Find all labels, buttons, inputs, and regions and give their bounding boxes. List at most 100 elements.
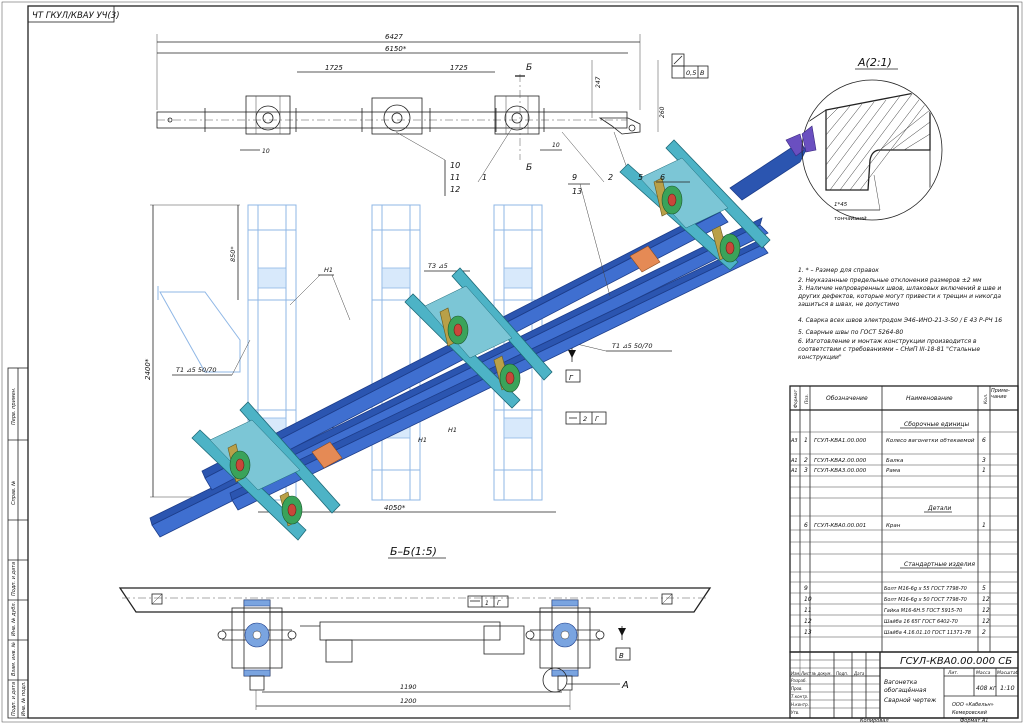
svg-text:Болт М16-6g х 50 ГОСТ 7798-70: Болт М16-6g х 50 ГОСТ 7798-70: [884, 597, 967, 603]
spec-row: 6 ГСУЛ-КВА0.00.001 Кран 1: [804, 522, 986, 529]
title-block: Изм. Лист № докум. Подп. Дата Разраб. Пр…: [789, 651, 1019, 719]
dim-2400: 2400*: [144, 358, 152, 380]
dim-10-a: 10: [262, 148, 270, 155]
svg-text:6: 6: [982, 437, 986, 444]
svg-text:12: 12: [982, 596, 990, 603]
technical-notes: 1. * – Размер для справок 2. Неуказанные…: [798, 267, 1002, 361]
left-stamp-column: Перв. примен. Справ. № Подп. и дата Инв.…: [7, 367, 29, 719]
cut-mark-top: Б: [526, 63, 532, 73]
wheelset-lower-left: [191, 401, 341, 541]
tb-name-1: Вагонетка: [884, 679, 917, 686]
tolerance-frame-section: [467, 595, 509, 608]
svg-text:Шайба 16 65Г ГОСТ 6402-70: Шайба 16 65Г ГОСТ 6402-70: [884, 619, 958, 625]
top-stamp: ЧТ ГКУЛ/КВАУ УЧ(3): [27, 5, 120, 23]
svg-text:ГСУЛ-КВА3.00.000: ГСУЛ-КВА3.00.000: [814, 468, 867, 474]
stamp-vzam-inv: Взам. инв. №: [11, 642, 17, 676]
tb-org: ООО «Кабельн»: [952, 702, 994, 708]
weld-mark-t3: Т3 ⊿5: [428, 262, 448, 270]
spec-h-code: Обозначение: [826, 395, 868, 402]
stamp-inv-dubl: Инв. № дубл.: [11, 602, 17, 636]
svg-text:ГСУЛ-КВА2.00.000: ГСУЛ-КВА2.00.000: [814, 458, 867, 464]
tol-value-2: 2: [583, 415, 587, 423]
tb-copied: Копировал: [860, 718, 889, 724]
svg-text:Кран: Кран: [886, 523, 901, 529]
note-6: 6. Изготовление и монтаж конструкции про…: [798, 338, 981, 361]
top-view: 6427 6150* 1725 1725: [156, 33, 709, 196]
top-stamp-text: ЧТ ГКУЛ/КВАУ УЧ(3): [32, 11, 120, 21]
coupler-arm: [729, 141, 807, 201]
tb-tkontr: Т.контр.: [791, 694, 808, 699]
tb-data: Дата: [853, 671, 865, 676]
spec-row: А1 2 ГСУЛ-КВА2.00.000 Балка 3: [790, 457, 986, 464]
spec-h-pos: Поз.: [804, 394, 810, 404]
tb-name-3: Сварной чертеж: [884, 697, 937, 704]
view-mark-v: В: [619, 652, 624, 660]
dim-1725-a: 1725: [325, 64, 343, 72]
svg-text:Колесо вагонетки обтекаемой: Колесо вагонетки обтекаемой: [886, 438, 975, 444]
spec-row: 12 Шайба 16 65Г ГОСТ 6402-70 12: [804, 618, 990, 625]
svg-text:Гайка М16-6H.5 ГОСТ 5915-70: Гайка М16-6H.5 ГОСТ 5915-70: [884, 608, 962, 614]
stamp-podp-2: Подп. и дата: [11, 682, 17, 716]
top-wheel-2: [371, 97, 423, 135]
svg-text:11: 11: [804, 607, 812, 614]
stamp-perv-primen: Перв. примен.: [11, 387, 17, 425]
tol-datum-2: Г: [595, 415, 600, 423]
view-mark-g: Г: [569, 374, 574, 382]
tb-massa: Масса: [976, 670, 991, 676]
tolerance-frame-top: [671, 65, 709, 79]
weld-n1-a: Н1: [324, 266, 333, 274]
tb-ndoc: № докум.: [811, 671, 832, 676]
leader-5: 5: [638, 173, 643, 182]
svg-text:3: 3: [982, 457, 986, 464]
dim-4050: 4050*: [384, 504, 406, 512]
svg-text:А1: А1: [790, 468, 798, 474]
isometric-frame: 6 5 9 13 Г 2 Г: [149, 133, 807, 541]
section-wheel-left: [217, 599, 297, 691]
spec-row: 11 Гайка М16-6H.5 ГОСТ 5915-70 12: [804, 607, 990, 614]
spec-row: 9 Болт М16-6g х 55 ГОСТ 7798-70 5: [804, 585, 986, 592]
wheelset-upper-right: [619, 139, 771, 271]
tb-razrab: Разраб.: [791, 678, 807, 683]
cut-mark-bottom: Б: [526, 163, 532, 173]
spec-section-parts: Детали: [927, 505, 951, 512]
coupler-hook: [785, 133, 805, 157]
detail-a: А(2:1) 1*45 тончайший: [801, 56, 943, 222]
svg-text:Балка: Балка: [886, 458, 904, 464]
note-1: 1. * – Размер для справок: [798, 267, 879, 274]
detail-callout-a: А: [621, 680, 629, 691]
section-wheel-right: [525, 599, 605, 691]
svg-text:12: 12: [804, 618, 812, 625]
dim-247: 247: [595, 76, 602, 88]
plate-1: [311, 441, 343, 469]
spec-h-name: Наименование: [906, 395, 953, 402]
note-4: 4. Сварка всех швов электродом Э46–ИНО-2…: [798, 317, 1002, 324]
section-title: Б–Б(1:5): [390, 545, 437, 558]
svg-text:13: 13: [804, 629, 812, 636]
wheelset-middle: [404, 267, 553, 409]
svg-text:ГСУЛ-КВА0.00.001: ГСУЛ-КВА0.00.001: [814, 523, 866, 529]
tb-format: Формат А1: [960, 718, 988, 724]
stamp-podp-1: Подп. и дата: [11, 562, 17, 596]
spec-table: Формат Поз. Обозначение Наименование Кол…: [789, 385, 1019, 653]
plan-view: 2400* 850* 4050* Т1 ⊿5 50/70 Т1 ⊿5 50/70…: [144, 204, 672, 513]
tolerance-frame-mid: [565, 411, 607, 425]
tb-list: Лист: [800, 671, 812, 676]
tb-lit: Лит.: [947, 670, 958, 676]
tb-scale: 1:10: [1000, 684, 1015, 692]
svg-text:5: 5: [982, 585, 986, 592]
svg-text:6: 6: [804, 522, 808, 529]
sheet-frame: [27, 5, 1019, 719]
svg-text:12: 12: [982, 618, 990, 625]
dim-260: 260: [659, 106, 666, 118]
dim-6427: 6427: [385, 33, 403, 41]
top-wheel-1: [245, 95, 291, 135]
leader-11: 11: [450, 173, 460, 182]
svg-text:А3: А3: [790, 438, 798, 444]
spec-row: А3 1 ГСУЛ-КВА1.00.000 Колесо вагонетки о…: [790, 437, 986, 444]
spec-row: 10 Болт М16-6g х 50 ГОСТ 7798-70 12: [804, 596, 990, 603]
weld-n1-c: Н1: [448, 426, 457, 434]
svg-text:2: 2: [982, 629, 986, 636]
svg-text:ГСУЛ-КВА1.00.000: ГСУЛ-КВА1.00.000: [814, 438, 867, 444]
spec-h-qty: Кол.: [983, 394, 989, 404]
